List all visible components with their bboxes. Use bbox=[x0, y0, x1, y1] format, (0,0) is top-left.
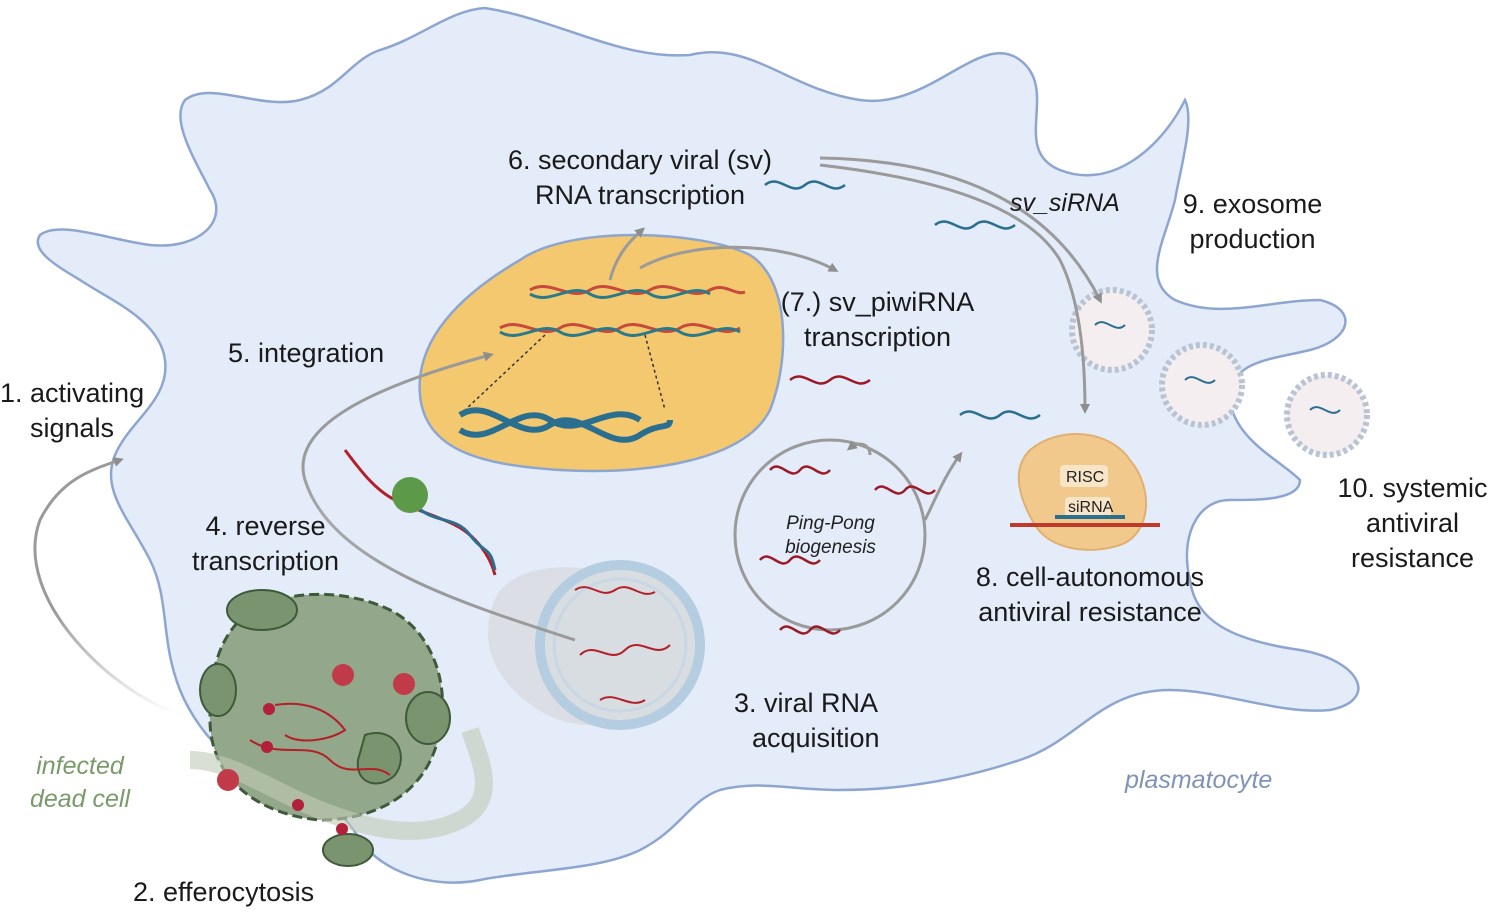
arrow-piwi bbox=[639, 245, 839, 272]
arrow-ping-pong-out bbox=[923, 451, 963, 521]
risc-complex-icon bbox=[1010, 433, 1160, 551]
mitochondrion-icon bbox=[356, 732, 402, 785]
rna-strand-icon-blue bbox=[764, 180, 1041, 420]
dna-helix-icon bbox=[458, 285, 746, 443]
arrow-ping-pong-in bbox=[846, 440, 872, 456]
rna-strand-icon bbox=[759, 375, 936, 635]
label-sv-sirna: sv_siRNA bbox=[1010, 189, 1120, 217]
label-risc: RISC bbox=[1066, 469, 1105, 486]
reverse-transcriptase-icon bbox=[343, 449, 497, 576]
arrow-to-exosome bbox=[819, 156, 1102, 304]
process-arrows bbox=[33, 156, 1102, 717]
label-integration: 5. integration bbox=[228, 338, 385, 368]
label-plasmatocyte: plasmatocyte bbox=[1125, 766, 1273, 794]
arrow-sv-rna bbox=[608, 227, 645, 281]
exosome-icon bbox=[1069, 287, 1370, 458]
label-sirna: siRNA bbox=[1068, 499, 1114, 516]
ping-pong-cycle bbox=[733, 438, 927, 632]
endosome-icon bbox=[488, 560, 705, 730]
arrow-to-risc bbox=[819, 163, 1090, 414]
arrow-reverse-transcription bbox=[301, 351, 576, 642]
infected-dead-cell bbox=[189, 589, 493, 867]
arrow-efferocytosis-to-signals bbox=[33, 457, 186, 717]
label-sv-rna-transcription: 6. secondary viral (sv)RNA transcription bbox=[507, 145, 773, 210]
label-efferocytosis: 2. efferocytosis bbox=[133, 877, 315, 907]
virus-icon bbox=[217, 664, 415, 835]
